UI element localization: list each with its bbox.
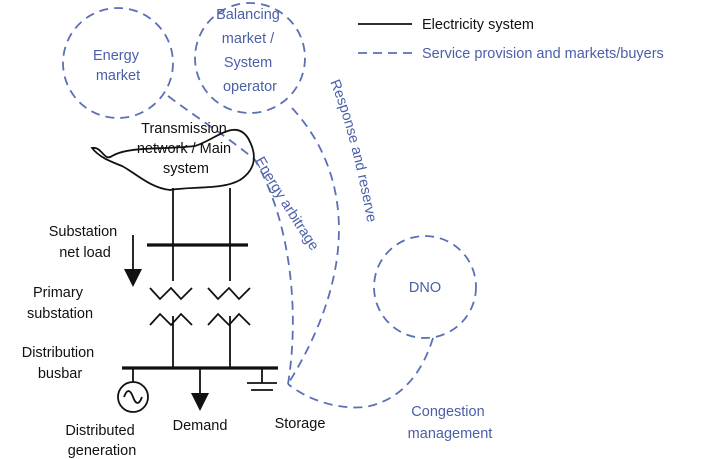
transformer-winding — [207, 286, 251, 301]
transformer-winding — [149, 312, 193, 327]
transmission-network-label: Transmission network / Main system — [137, 121, 235, 177]
legend: Electricity system Service provision and… — [358, 17, 664, 62]
service-links — [167, 95, 434, 409]
balancing-market-label: Balancing market / System operator — [216, 7, 284, 95]
response-reserve-link — [287, 107, 340, 385]
balancing-market-node: Balancing market / System operator — [194, 2, 306, 114]
transmission-network-cloud — [90, 128, 255, 191]
energy-market-circle — [62, 7, 174, 119]
energy-arbitrage-label: Energy arbitrage — [252, 154, 322, 253]
congestion-management-link — [287, 337, 434, 409]
storage-label: Storage — [275, 416, 326, 432]
transformer-winding — [149, 286, 193, 301]
legend-electricity-label: Electricity system — [422, 17, 534, 33]
electricity-network — [117, 188, 278, 413]
dno-circle — [373, 235, 477, 339]
transformer-winding — [207, 312, 251, 327]
dno-label: DNO — [409, 280, 441, 296]
balancing-market-circle — [194, 2, 306, 114]
substation-net-load-label: Substation net load — [49, 224, 122, 261]
demand-label: Demand — [173, 418, 228, 434]
dno-node: DNO — [373, 235, 477, 339]
congestion-management-label: Congestion management — [408, 404, 493, 442]
primary-substation-label: Primary substation — [27, 285, 93, 322]
energy-market-node: Energy market — [62, 7, 174, 119]
generator-icon — [117, 381, 149, 413]
energy-market-label: Energy market — [93, 48, 143, 84]
distributed-generation-label: Distributed generation — [65, 423, 138, 459]
distribution-busbar-label: Distribution busbar — [22, 345, 99, 382]
legend-service-label: Service provision and markets/buyers — [422, 46, 664, 62]
response-reserve-label: Response and reserve — [326, 77, 379, 223]
energy-arbitrage-link — [167, 95, 294, 385]
sine-wave-icon — [123, 390, 143, 404]
